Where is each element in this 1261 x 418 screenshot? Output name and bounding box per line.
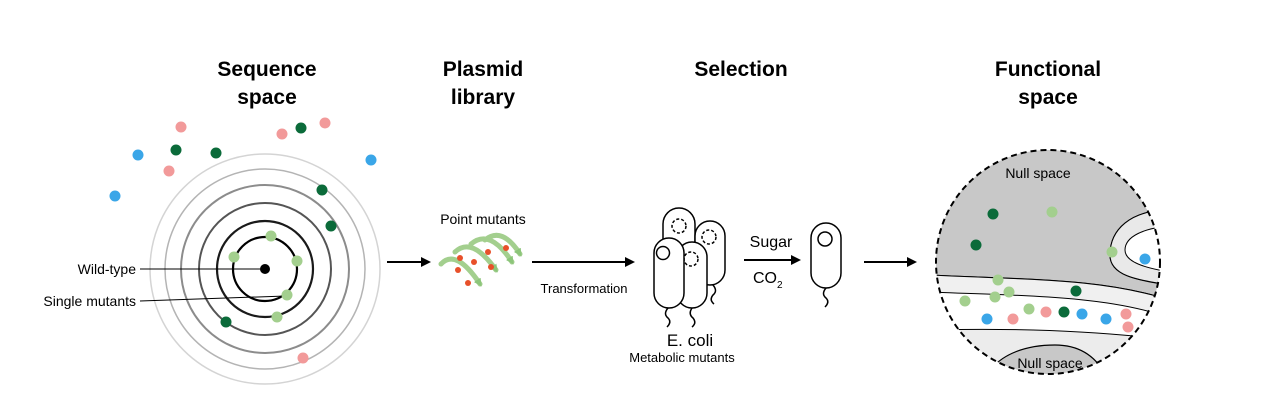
variant-dot — [1003, 286, 1015, 298]
point-mutants-label: Point mutants — [440, 211, 526, 227]
title-functional-line2: space — [1018, 86, 1078, 109]
variant-dot — [989, 291, 1001, 303]
variant-dot — [132, 149, 144, 161]
title-selection: Selection — [694, 58, 787, 81]
variant-dot — [959, 295, 971, 307]
ecoli-label: E. coli — [667, 331, 713, 350]
variant-dot — [175, 121, 187, 133]
ecoli-cluster — [653, 207, 726, 328]
title-sequence-line2: space — [237, 86, 297, 109]
wild-type-label: Wild-type — [78, 261, 137, 277]
co2-label: CO2 — [753, 270, 783, 291]
variant-dot — [1076, 308, 1088, 320]
variant-dot — [295, 122, 307, 134]
variant-dot — [987, 208, 999, 220]
single-mutant-dot — [281, 289, 293, 301]
title-plasmid-line1: Plasmid — [443, 58, 524, 81]
single-mutant-dot — [271, 311, 283, 323]
single-mutant-dot — [291, 255, 303, 267]
null-space-bottom-label: Null space — [1017, 355, 1083, 371]
variant-dot — [365, 154, 377, 166]
title-plasmid-line2: library — [451, 86, 516, 109]
title-sequence-line1: Sequence — [217, 58, 316, 81]
single-mutant-dot — [265, 230, 277, 242]
selected-cell — [810, 222, 842, 308]
variant-dot — [1058, 306, 1070, 318]
variant-dot — [210, 147, 222, 159]
variant-dot — [1007, 313, 1019, 325]
variant-dot — [170, 144, 182, 156]
plasmid-mutation-dots — [455, 245, 509, 286]
plasmid-arcs — [438, 232, 523, 287]
variant-dot — [1139, 253, 1151, 265]
null-space-top-label: Null space — [1005, 165, 1071, 181]
variant-dot — [163, 165, 175, 177]
variant-dot — [325, 220, 337, 232]
variant-dot — [1106, 246, 1118, 258]
variant-dot — [316, 184, 328, 196]
variant-dot — [276, 128, 288, 140]
transformation-label: Transformation — [541, 281, 628, 296]
variant-dot — [1070, 285, 1082, 297]
variant-dot — [1122, 321, 1134, 333]
metabolic-mutants-label: Metabolic mutants — [629, 350, 735, 365]
functional-space-boundary — [935, 149, 1161, 375]
variant-dot — [1040, 306, 1052, 318]
functional-space-regions — [936, 150, 1160, 374]
variant-dot — [992, 274, 1004, 286]
variant-dot — [109, 190, 121, 202]
variant-dot — [319, 117, 331, 129]
sequence-space-dots — [109, 117, 377, 364]
variant-dot — [1023, 303, 1035, 315]
variant-dot — [297, 352, 309, 364]
variant-dot — [1120, 308, 1132, 320]
variant-dot — [981, 313, 993, 325]
title-functional-line1: Functional — [995, 58, 1101, 81]
single-mutants-label: Single mutants — [43, 293, 136, 309]
variant-dot — [1100, 313, 1112, 325]
wild-type-dot — [260, 264, 270, 274]
single-mutant-dot — [228, 251, 240, 263]
single-mutants-leader — [139, 295, 287, 302]
sugar-label: Sugar — [750, 234, 793, 251]
variant-dot — [970, 239, 982, 251]
variant-dot — [220, 316, 232, 328]
variant-dot — [1046, 206, 1058, 218]
functional-space-dots — [959, 206, 1151, 333]
